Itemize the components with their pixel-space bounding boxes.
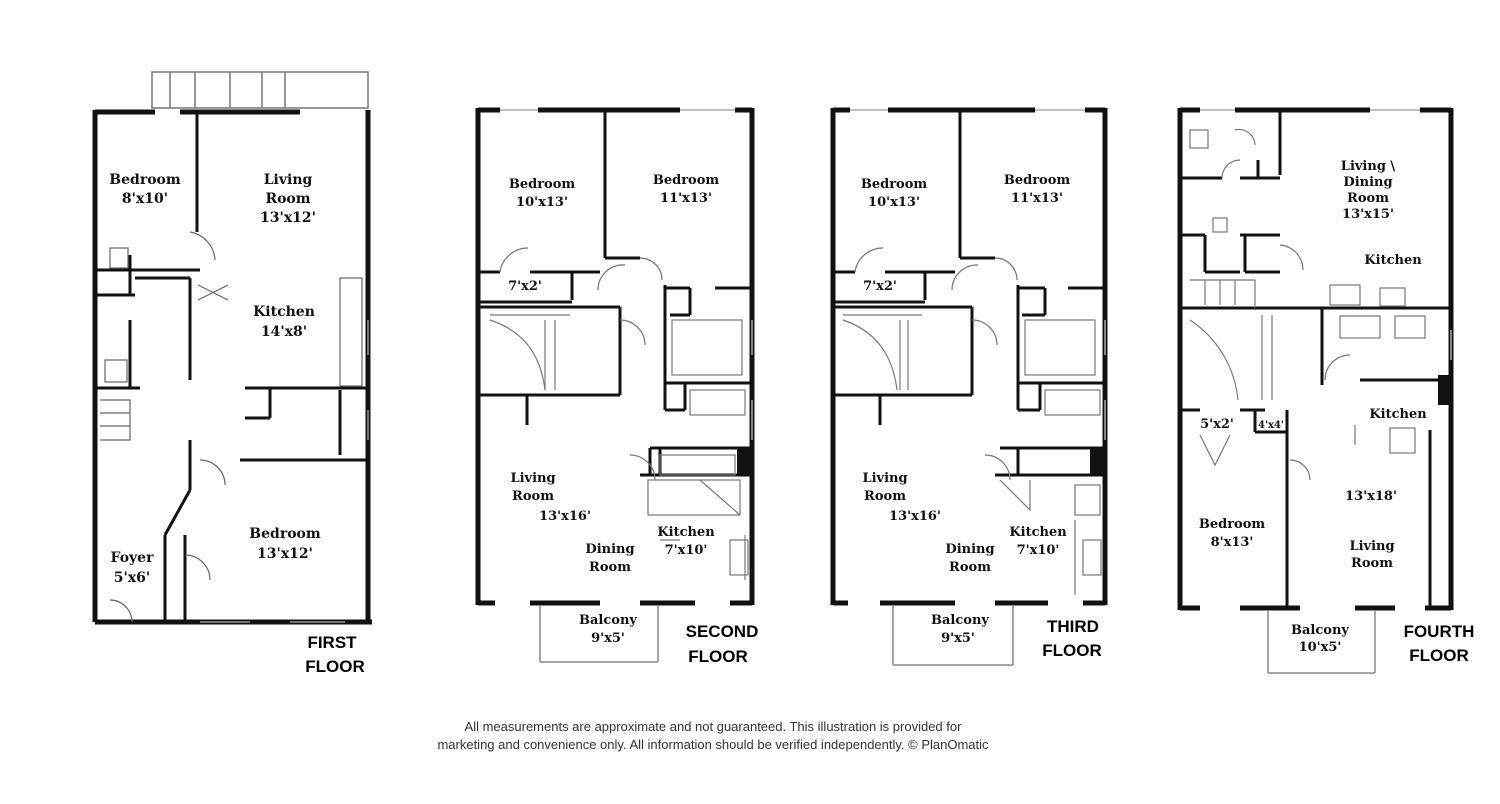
room-name: Dining	[945, 542, 994, 557]
second-floor-balcony	[539, 605, 659, 663]
third-floor-balcony	[892, 605, 1014, 666]
room-size: 8'x13'	[1211, 535, 1254, 550]
disclaimer: All measurements are approximate and not…	[437, 719, 989, 752]
fourth-floor-fixtures	[1189, 128, 1426, 481]
floor-label: THIRD	[1047, 617, 1099, 636]
first-floor-labels: Bedroom 8'x10' Living Room 13'x12' Kitch…	[109, 172, 364, 676]
third-floor-interior-walls	[833, 112, 1105, 477]
room-name: Bedroom	[1199, 517, 1266, 532]
room-name: Balcony	[931, 613, 989, 628]
room-name: Living	[862, 471, 907, 486]
room-name: Dining	[585, 542, 634, 557]
room-name: Balcony	[1291, 623, 1349, 638]
room-size: 5'x2'	[1200, 417, 1234, 432]
room-name: Living \	[1341, 159, 1396, 174]
room-size: 11'x13'	[1011, 191, 1063, 206]
room-name: Foyer	[111, 550, 155, 566]
room-size: 7'x2'	[863, 279, 897, 294]
first-floor-fixtures	[100, 231, 363, 623]
room-name: Bedroom	[861, 177, 928, 192]
room-name: Bedroom	[653, 173, 720, 188]
fourth-floor-plan	[1177, 107, 1454, 674]
disclaimer-line: marketing and convenience only. All info…	[437, 737, 989, 752]
disclaimer-line: All measurements are approximate and not…	[465, 719, 963, 734]
room-size: 11'x13'	[660, 191, 712, 206]
second-floor-labels: Bedroom 10'x13' Bedroom 11'x13' 7'x2' Li…	[508, 173, 758, 666]
room-name: Dining	[1343, 175, 1392, 190]
room-size: 8'x10'	[122, 191, 168, 207]
room-name: Bedroom	[509, 177, 576, 192]
room-name: Room	[265, 191, 310, 207]
room-name: Living	[264, 172, 313, 188]
second-floor-windows	[500, 109, 753, 440]
floor-label: FIRST	[307, 633, 357, 652]
room-name: Living	[510, 471, 555, 486]
room-size: 10'x13'	[516, 195, 568, 210]
room-name: Room	[589, 560, 631, 575]
room-name: Kitchen	[253, 304, 315, 320]
room-name: Kitchen	[1364, 253, 1422, 268]
second-floor-fixtures	[489, 247, 749, 580]
floor-label: FLOOR	[305, 657, 365, 676]
room-size: 7'x10'	[1017, 543, 1060, 558]
room-size: 14'x8'	[261, 324, 307, 340]
floor-label: FLOOR	[1042, 641, 1102, 660]
room-size: 10'x5'	[1299, 640, 1342, 655]
floor-label: FLOOR	[1409, 646, 1469, 665]
room-size: 4'x4'	[1258, 420, 1284, 431]
third-floor-fixtures	[842, 247, 1102, 595]
room-size: 10'x13'	[868, 195, 920, 210]
room-name: Living	[1349, 539, 1394, 554]
room-size: 13'x12'	[257, 546, 313, 562]
room-name: Kitchen	[1369, 407, 1427, 422]
room-size: 7'x10'	[665, 543, 708, 558]
first-floor-plan	[92, 71, 372, 625]
room-size: 13'x16'	[539, 509, 591, 524]
fireplace	[1090, 448, 1105, 476]
rear-deck	[151, 71, 369, 109]
third-floor-walls	[830, 107, 1108, 606]
room-size: 7'x2'	[508, 279, 542, 294]
third-floor-plan	[830, 107, 1108, 666]
fireplace	[737, 448, 752, 476]
fourth-floor-balcony	[1267, 610, 1376, 674]
room-name: Room	[512, 489, 554, 504]
room-size: 5'x6'	[114, 570, 150, 586]
room-name: Bedroom	[1004, 173, 1071, 188]
third-floor-labels: Bedroom 10'x13' Bedroom 11'x13' 7'x2' Li…	[861, 173, 1102, 660]
room-name: Balcony	[579, 613, 637, 628]
floor-label: FLOOR	[688, 647, 748, 666]
room-size: 9'x5'	[591, 631, 625, 646]
room-size: 13'x18'	[1345, 489, 1397, 504]
second-floor-walls	[475, 107, 755, 606]
fireplace	[1438, 375, 1451, 405]
room-size: 9'x5'	[941, 631, 975, 646]
room-size: 13'x16'	[889, 509, 941, 524]
first-floor-interior-walls	[95, 112, 368, 620]
fourth-floor-windows	[1200, 109, 1452, 360]
room-name: Bedroom	[249, 526, 321, 542]
first-floor-windows	[200, 320, 369, 623]
room-name: Room	[949, 560, 991, 575]
room-size: 13'x15'	[1342, 207, 1394, 222]
fourth-floor-interior-walls	[1180, 112, 1451, 608]
third-floor-windows	[850, 109, 1106, 440]
fourth-floor-labels: Living \ Dining Room 13'x15' Kitchen Kit…	[1199, 159, 1475, 665]
room-name: Kitchen	[657, 525, 715, 540]
room-name: Kitchen	[1009, 525, 1067, 540]
floor-label: SECOND	[686, 622, 759, 641]
floor-label: FOURTH	[1404, 622, 1475, 641]
room-name: Room	[1347, 191, 1389, 206]
room-name: Bedroom	[109, 172, 181, 188]
room-name: Room	[1351, 556, 1393, 571]
second-floor-plan	[475, 107, 755, 663]
room-name: Room	[864, 489, 906, 504]
room-size: 13'x12'	[260, 210, 316, 226]
